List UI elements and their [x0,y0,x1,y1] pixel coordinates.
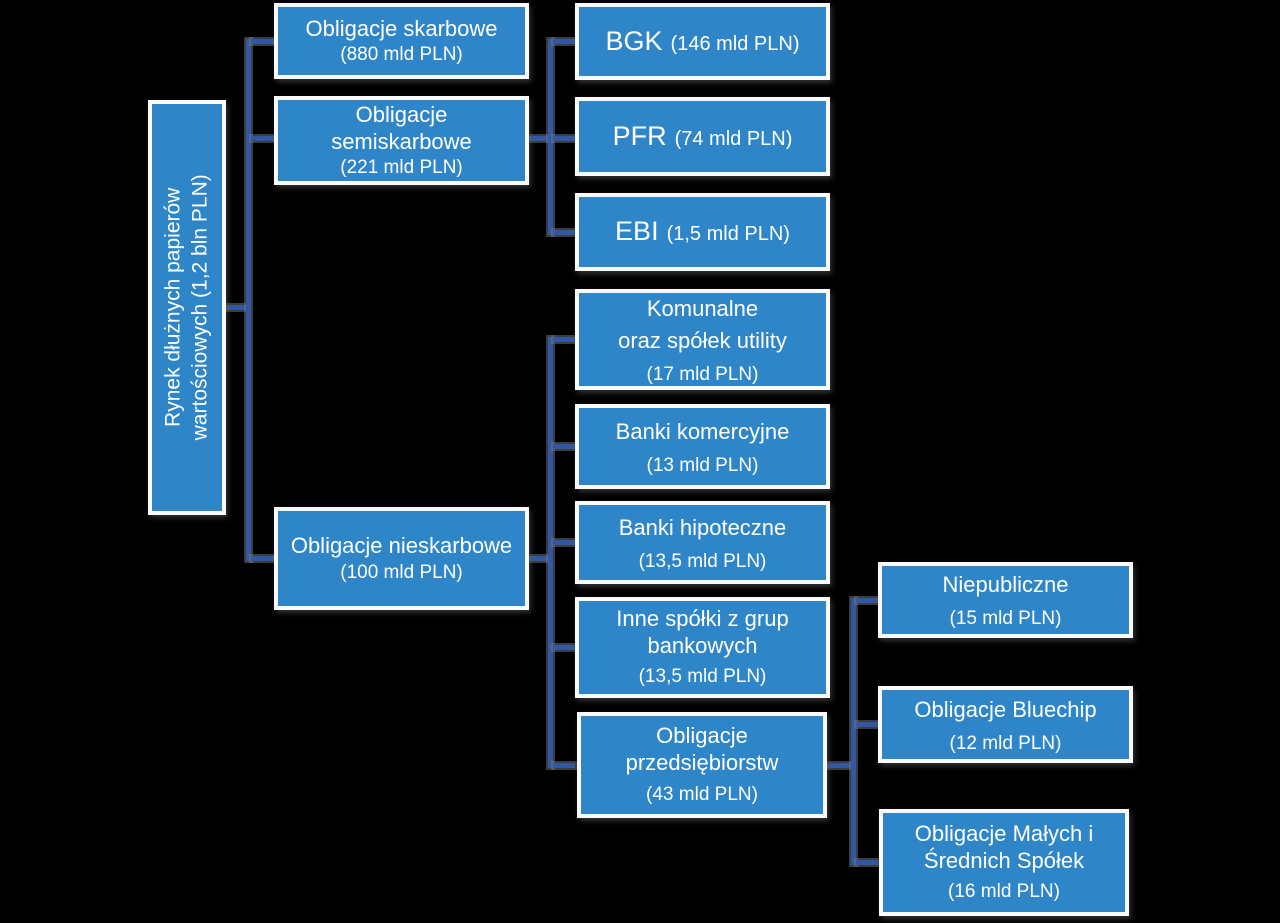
node-obligacje-przedsiebiorstw: Obligacje przedsiębiorstw (43 mld PLN) [577,712,827,818]
connector-nieskarbowe-out [529,556,548,561]
node-komunalne-line1: Komunalne [646,295,759,321]
node-komunalne: Komunalne oraz spółek utility (17 mld PL… [575,289,830,390]
node-malych-value: (16 mld PLN) [948,881,1060,903]
node-pfr-label: PFR [612,120,667,151]
connector-level2-vertical [246,39,251,561]
node-inne-line1: Inne spółki z grup [616,605,789,631]
node-przedsiebiorstw-value: (43 mld PLN) [646,783,758,805]
node-inne-line2: bankowych [647,632,758,658]
node-ebi-value: (1,5 mld PLN) [666,223,790,246]
node-bluechip-value: (12 mld PLN) [949,732,1062,754]
node-ebi: EBI (1,5 mld PLN) [575,193,830,271]
node-semiskarbowe-line2: semiskarbowe [331,129,472,155]
node-nieskarbowe-label: Obligacje nieskarbowe [290,533,513,559]
node-rynek-label: Rynek dłużnych papierów wartościowych (1… [160,108,215,508]
node-bgk-value: (146 mld PLN) [670,32,800,55]
connector-przeds-children-vertical [851,598,856,865]
connector-bgk-stub [553,39,575,44]
node-komunalne-line2: oraz spółek utility [618,327,787,353]
node-komercyjne-value: (13 mld PLN) [646,454,759,476]
connector-nieskarbowe-children-vertical [548,337,553,768]
connector-niepubliczne-stub [856,598,878,603]
connector-bluechip-stub [856,722,878,727]
node-obligacje-malych-srednich: Obligacje Małych i Średnich Spółek (16 m… [879,809,1129,916]
node-inne-value: (13,5 mld PLN) [638,666,767,688]
node-bgk-row: BGK (146 mld PLN) [606,25,800,58]
node-nieskarbowe-value: (100 mld PLN) [340,561,463,583]
node-niepubliczne-label: Niepubliczne [942,572,1069,598]
node-skarbowe-label: Obligacje skarbowe [305,15,498,41]
node-komunalne-value: (17 mld PLN) [646,363,759,385]
node-obligacje-skarbowe: Obligacje skarbowe (880 mld PLN) [274,3,529,79]
node-bgk-label: BGK [605,25,663,56]
node-rynek-dluznych-papierow: Rynek dłużnych papierów wartościowych (1… [148,100,226,515]
connector-pfr-stub [553,136,575,141]
connector-malych-stub [856,860,878,865]
node-przedsiebiorstw-line2: przedsiębiorstw [625,750,779,776]
node-semiskarbowe-value: (221 mld PLN) [340,157,463,179]
connector-root-stub [226,305,246,310]
node-bluechip-label: Obligacje Bluechip [914,696,1097,722]
node-niepubliczne-value: (15 mld PLN) [949,608,1062,630]
connector-ebi-stub [553,230,575,235]
node-malych-line2: Średnich Spółek [923,847,1085,873]
node-ebi-row: EBI (1,5 mld PLN) [615,215,790,248]
node-banki-hipoteczne: Banki hipoteczne (13,5 mld PLN) [575,501,830,584]
node-bgk: BGK (146 mld PLN) [575,3,830,80]
connector-przedsiebiorstw-stub [553,763,575,768]
node-komercyjne-label: Banki komercyjne [615,418,790,444]
node-obligacje-nieskarbowe: Obligacje nieskarbowe (100 mld PLN) [274,507,529,610]
node-malych-line1: Obligacje Małych i [914,820,1094,846]
connector-semiskarbowe-stub [251,136,274,141]
node-hipoteczne-label: Banki hipoteczne [618,514,787,540]
connector-inne-stub [553,645,575,650]
connector-komunalne-stub [553,337,575,342]
node-obligacje-semiskarbowe: Obligacje semiskarbowe (221 mld PLN) [274,96,529,185]
connector-semiskarbowe-out [529,136,548,141]
node-obligacje-bluechip: Obligacje Bluechip (12 mld PLN) [878,686,1133,763]
connector-przedsiebiorstw-out [827,763,851,768]
node-pfr-row: PFR (74 mld PLN) [613,120,793,153]
connector-nieskarbowe-stub [251,556,274,561]
node-semiskarbowe-line1: Obligacje [355,101,448,127]
node-pfr-value: (74 mld PLN) [674,127,793,150]
node-przedsiebiorstw-line1: Obligacje [656,723,748,749]
node-niepubliczne: Niepubliczne (15 mld PLN) [878,562,1133,638]
connector-hipoteczne-stub [553,540,575,545]
node-hipoteczne-value: (13,5 mld PLN) [638,550,767,572]
node-ebi-label: EBI [615,216,659,247]
connector-semi-children-vertical [548,39,553,235]
node-skarbowe-value: (880 mld PLN) [340,44,463,66]
node-banki-komercyjne: Banki komercyjne (13 mld PLN) [575,404,830,489]
node-inne-spolki-z-grup-bankowych: Inne spółki z grup bankowych (13,5 mld P… [575,597,830,698]
node-rynek-line1: Rynek dłużnych papierów [161,187,185,428]
connector-komercyjne-stub [553,444,575,449]
node-pfr: PFR (74 mld PLN) [575,97,830,176]
node-rynek-line2: wartościowych (1,2 bln PLN) [189,174,212,441]
connector-skarbowe-stub [251,39,274,44]
